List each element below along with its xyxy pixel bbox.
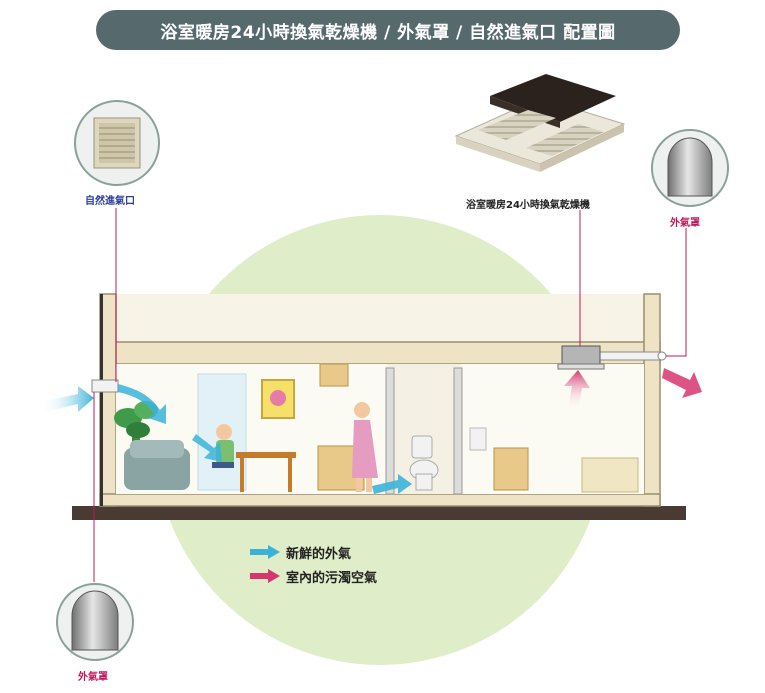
duct-outlet: [657, 351, 667, 361]
fresh-air-arrow-room: [118, 384, 166, 424]
door-frame-right: [453, 367, 463, 495]
leader-hood-right: [666, 228, 687, 357]
natural-inlet-detail: [74, 100, 160, 186]
fresh-air-arrow-chair: [192, 434, 222, 462]
person-standing: [352, 402, 378, 492]
sofa: [124, 440, 190, 490]
dirty-air-arrow-icon: [250, 569, 280, 583]
fresh-air-arrow-inlet: [40, 386, 94, 412]
dryer-unit-detail: [454, 74, 626, 172]
ground-line: [72, 506, 686, 520]
ceiling-dryer-unit: [561, 345, 601, 365]
legend-dirty-air-label: 室內的污濁空氣: [286, 570, 378, 586]
fresh-air-arrow-icon: [250, 545, 280, 559]
label-dryer: 浴室暖房24小時換氣乾燥機: [466, 200, 590, 211]
legend-dirty-air: 室內的污濁空氣: [250, 564, 377, 588]
legend-fresh-air-label: 新鮮的外氣: [286, 546, 352, 562]
wall-inlet: [91, 379, 119, 393]
fresh-air-arrow-door: [372, 474, 412, 494]
roof-slab: [100, 294, 660, 346]
towel: [469, 427, 487, 451]
exhaust-duct: [597, 351, 663, 361]
outer-hood-bottom-detail: [56, 583, 134, 661]
label-natural-inlet: 自然進氣口: [85, 196, 135, 207]
bathtub: [581, 457, 639, 493]
diagram-title: 浴室暖房24小時換氣乾燥機 / 外氣罩 / 自然進氣口 配置圖: [96, 10, 680, 50]
label-hood-bottom: 外氣罩: [78, 672, 108, 683]
right-wall: [643, 293, 661, 507]
floor-slab: [99, 493, 661, 507]
dirty-air-arrow-out: [662, 368, 702, 398]
door-frame-left: [385, 367, 395, 495]
plant: [114, 401, 158, 456]
label-hood-right: 外氣罩: [670, 218, 700, 229]
legend: 新鮮的外氣 室內的污濁空氣: [250, 540, 377, 588]
dirty-air-arrow-up: [564, 370, 590, 410]
left-wall-dark: [100, 294, 103, 506]
washbasin: [493, 447, 529, 491]
legend-fresh-air: 新鮮的外氣: [250, 540, 377, 564]
wall-picture: [261, 379, 295, 419]
dining-table: [236, 452, 296, 492]
toilet: [409, 435, 439, 491]
outer-hood-right-detail: [651, 129, 729, 207]
